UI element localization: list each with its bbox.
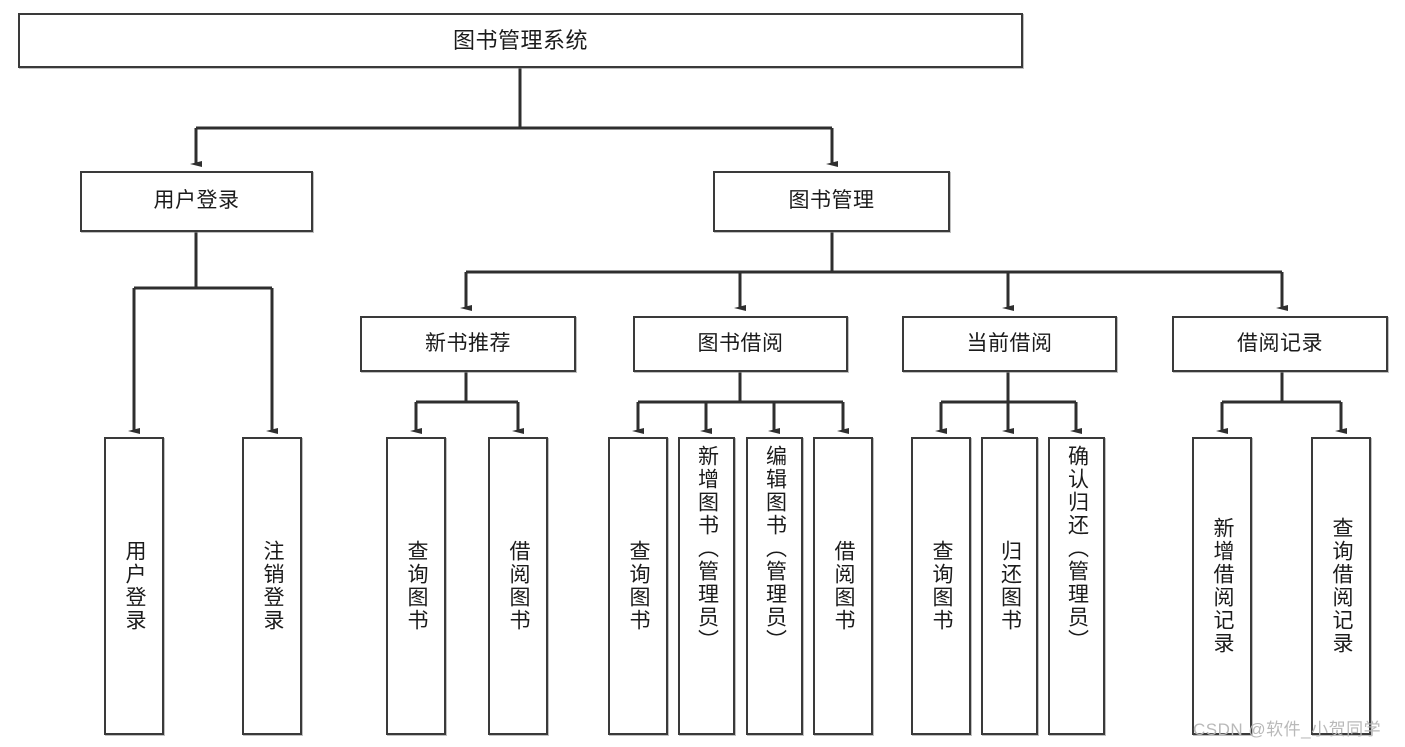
node-leaf-return-book-label: 归还图书: [998, 540, 1022, 632]
node-leaf-query-book-2[interactable]: 查询图书: [608, 437, 668, 735]
node-leaf-user-login-label: 用户登录: [123, 540, 147, 632]
node-root-system[interactable]: 图书管理系统: [18, 13, 1023, 68]
node-leaf-logout-login[interactable]: 注销登录: [242, 437, 302, 735]
node-leaf-return-book[interactable]: 归还图书: [981, 437, 1038, 735]
node-leaf-borrow-book-1-label: 借阅图书: [507, 540, 531, 632]
node-user-login-label: 用户登录: [153, 189, 240, 213]
node-book-borrow-label: 图书借阅: [697, 331, 784, 355]
node-book-borrow[interactable]: 图书借阅: [633, 316, 848, 372]
node-book-manage[interactable]: 图书管理: [713, 171, 950, 232]
node-leaf-borrow-book-2[interactable]: 借阅图书: [813, 437, 873, 735]
node-borrow-record[interactable]: 借阅记录: [1172, 316, 1388, 372]
node-leaf-query-book-1[interactable]: 查询图书: [386, 437, 446, 735]
node-leaf-query-record-label: 查询借阅记录: [1330, 517, 1354, 655]
node-leaf-query-book-3-label: 查询图书: [930, 540, 954, 632]
node-book-manage-label: 图书管理: [788, 189, 875, 213]
node-root-system-label: 图书管理系统: [452, 27, 588, 53]
node-leaf-confirm-return-label: 确认归还（管理员）: [1065, 445, 1089, 652]
node-leaf-query-record[interactable]: 查询借阅记录: [1311, 437, 1371, 735]
node-leaf-user-login[interactable]: 用户登录: [104, 437, 164, 735]
node-leaf-edit-book[interactable]: 编辑图书（管理员）: [746, 437, 803, 735]
node-user-login[interactable]: 用户登录: [80, 171, 313, 232]
node-leaf-query-book-2-label: 查询图书: [627, 540, 651, 632]
node-leaf-query-book-3[interactable]: 查询图书: [911, 437, 971, 735]
node-leaf-add-book[interactable]: 新增图书（管理员）: [678, 437, 735, 735]
node-leaf-query-book-1-label: 查询图书: [405, 540, 429, 632]
node-current-borrow[interactable]: 当前借阅: [902, 316, 1117, 372]
node-borrow-record-label: 借阅记录: [1237, 331, 1323, 355]
node-new-book-recommend-label: 新书推荐: [425, 331, 511, 355]
node-leaf-edit-book-label: 编辑图书（管理员）: [763, 445, 787, 652]
node-leaf-add-record[interactable]: 新增借阅记录: [1192, 437, 1252, 735]
node-leaf-logout-login-label: 注销登录: [261, 540, 285, 632]
node-leaf-borrow-book-1[interactable]: 借阅图书: [488, 437, 548, 735]
node-leaf-add-record-label: 新增借阅记录: [1211, 517, 1235, 655]
node-leaf-borrow-book-2-label: 借阅图书: [832, 540, 856, 632]
node-current-borrow-label: 当前借阅: [966, 331, 1053, 355]
node-leaf-confirm-return[interactable]: 确认归还（管理员）: [1048, 437, 1105, 735]
node-new-book-recommend[interactable]: 新书推荐: [360, 316, 576, 372]
node-leaf-add-book-label: 新增图书（管理员）: [695, 445, 719, 652]
